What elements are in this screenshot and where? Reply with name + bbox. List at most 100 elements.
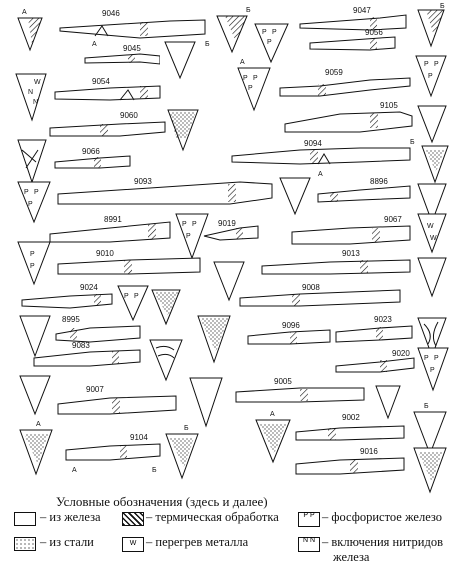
svg-text:А: А <box>318 171 323 178</box>
svg-text:N: N <box>28 89 33 96</box>
knife-label-8995: 8995 <box>62 315 80 324</box>
knife-label-9045: 9045 <box>123 44 141 53</box>
knife-label-9054: 9054 <box>92 77 110 86</box>
section-triangle <box>417 317 447 358</box>
svg-text:W: W <box>430 235 437 242</box>
svg-text:P: P <box>134 293 139 300</box>
knife-9094: 9094 А Б <box>231 139 415 178</box>
knife-label-9104: 9104 <box>130 433 148 442</box>
knife-9008: 9008 <box>239 283 401 307</box>
knife-9020: 9020 <box>335 349 415 373</box>
section-triangle: А <box>19 421 53 476</box>
section-triangle <box>19 315 51 358</box>
svg-text:P: P <box>434 355 439 362</box>
knife-label-9013: 9013 <box>342 249 360 258</box>
section-triangle: WW <box>417 213 447 254</box>
svg-text:W: W <box>34 79 41 86</box>
svg-text:W: W <box>427 223 434 230</box>
knife-9016: 9016 <box>295 447 405 475</box>
knife-8995: 8995 <box>55 315 141 343</box>
knife-9002: 9002 <box>295 413 405 441</box>
knife-label-9007: 9007 <box>86 385 104 394</box>
section-triangle: А <box>255 411 291 464</box>
svg-text:P: P <box>428 73 433 80</box>
svg-text:P: P <box>182 221 187 228</box>
legend-label-iron: – из железа <box>40 510 101 524</box>
knife-9066: 9066 <box>54 147 131 169</box>
section-triangle <box>197 315 231 364</box>
knife-label-9008: 9008 <box>302 283 320 292</box>
section-triangle <box>213 261 245 302</box>
svg-text:P: P <box>267 39 272 46</box>
knife-9067: 9067 <box>291 215 411 245</box>
legend-swatch-phos: P P <box>298 512 320 527</box>
section-letter-a: А <box>92 41 97 48</box>
svg-text:Б: Б <box>152 467 157 474</box>
knife-9059: 9059 <box>279 68 411 97</box>
section-triangle <box>160 40 200 82</box>
knife-label-8991: 8991 <box>104 215 122 224</box>
legend-label-heat: – термическая обработка <box>146 510 279 524</box>
svg-text:P: P <box>30 251 35 258</box>
knife-9046: 9046 А Б <box>59 9 210 48</box>
knife-label-9067: 9067 <box>384 215 402 224</box>
knife-9007: 9007 <box>57 385 177 415</box>
svg-text:Б: Б <box>410 139 415 146</box>
knife-9083: 9083 <box>33 341 141 367</box>
legend-label-phos: – фосфористое железо <box>322 510 443 524</box>
svg-text:А: А <box>36 421 41 428</box>
svg-text:N: N <box>33 99 38 106</box>
section-triangle <box>417 183 447 224</box>
legend-swatch-overheat: W <box>122 537 144 552</box>
knife-label-9059: 9059 <box>325 68 343 77</box>
knife-label-9056: 9056 <box>365 28 383 37</box>
section-triangle <box>17 139 47 184</box>
svg-text:P: P <box>430 367 435 374</box>
knife-9104: 9104 А Б <box>65 433 161 474</box>
section-triangle <box>19 375 51 416</box>
section-triangle: Б <box>216 7 251 54</box>
svg-text:P: P <box>34 189 39 196</box>
knife-label-9096: 9096 <box>282 321 300 330</box>
svg-text:P: P <box>272 29 277 36</box>
legend-label-nitride: – включения нитридов <box>322 535 443 549</box>
knife-9010: 9010 <box>57 249 201 275</box>
svg-text:P: P <box>30 263 35 270</box>
svg-text:P: P <box>424 355 429 362</box>
svg-text:P: P <box>253 75 258 82</box>
knife-label-9005: 9005 <box>274 377 292 386</box>
legend-swatch-heat <box>122 512 144 526</box>
knife-9047: 9047 <box>299 6 407 31</box>
knife-9096: 9096 <box>247 321 331 345</box>
svg-text:P: P <box>24 189 29 196</box>
legend-swatch-steel <box>14 537 36 551</box>
legend-title: Условные обозначения (здесь и далее) <box>56 494 268 509</box>
knife-label-9016: 9016 <box>360 447 378 456</box>
section-triangle: Б <box>417 3 445 48</box>
section-triangle <box>417 257 447 298</box>
knife-label-9093: 9093 <box>134 177 152 186</box>
knife-9024: 9024 <box>21 283 113 309</box>
section-triangle: WNN <box>15 73 47 122</box>
svg-text:Б: Б <box>184 425 189 432</box>
knife-9056: 9056 <box>309 28 396 51</box>
knife-label-9023: 9023 <box>374 315 392 324</box>
svg-text:P: P <box>424 61 429 68</box>
knife-label-9047: 9047 <box>353 6 371 15</box>
svg-text:P: P <box>243 75 248 82</box>
section-triangle <box>375 385 401 420</box>
section-triangle <box>167 109 199 152</box>
section-triangle <box>279 177 311 216</box>
svg-text:P: P <box>248 85 253 92</box>
knife-9005: 9005 <box>235 377 365 403</box>
knife-drawings-figure: 9046 А Б А Б 9047 Б 9045 9056 <box>15 3 449 494</box>
section-triangle: Б <box>413 403 447 456</box>
knife-label-9010: 9010 <box>96 249 114 258</box>
legend-label-overheat: – перегрев металла <box>146 535 249 549</box>
